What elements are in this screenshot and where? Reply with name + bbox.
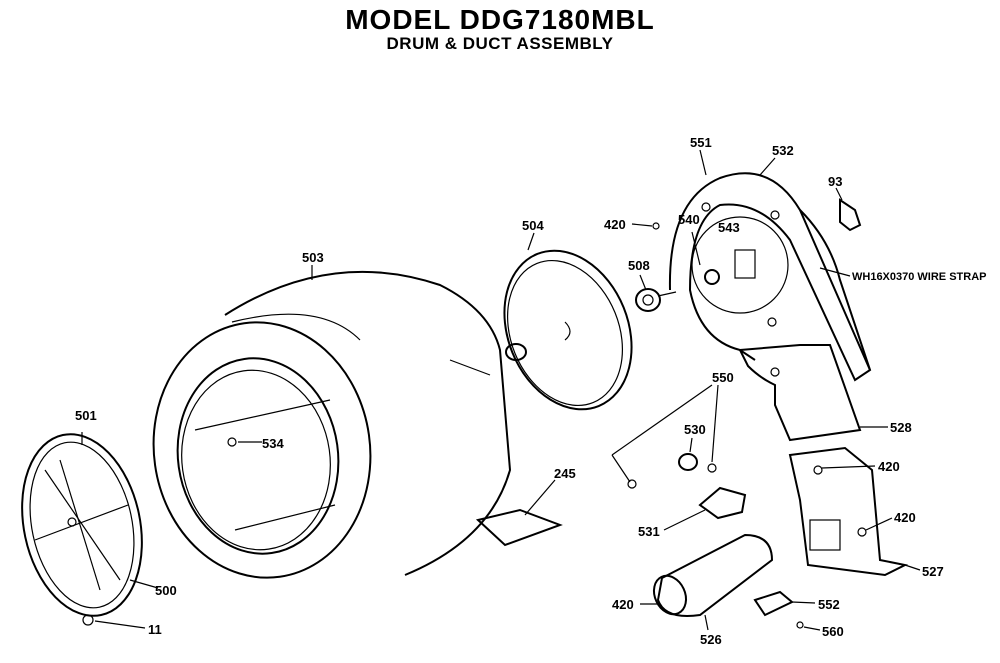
screw-560-part [796,621,821,631]
switch-530-part [678,437,698,471]
callout-504: 504 [522,218,544,233]
callout-93: 93 [828,174,842,189]
bearing-part [635,288,677,312]
callout-420-tube: 420 [612,597,634,612]
callout-508: 508 [628,258,650,273]
thermostat-531-part [663,486,747,531]
callout-552: 552 [818,597,840,612]
callout-11: 11 [148,622,162,637]
hose-550-part [611,384,719,489]
blower-housing-part [668,172,872,382]
callout-500: 500 [155,583,177,598]
callout-532: 532 [772,143,794,158]
callout-503: 503 [302,250,324,265]
callout-501: 501 [75,408,97,423]
callout-531: 531 [638,524,660,539]
callout-530: 530 [684,422,706,437]
callout-527: 527 [922,564,944,579]
callout-550: 550 [712,370,734,385]
drum-part [152,270,512,579]
callout-245: 245 [554,466,576,481]
screw-11 [82,614,146,629]
callout-528: 528 [890,420,912,435]
duct-part [738,344,862,442]
bracket-93-part [835,187,862,232]
callout-420-bracket-top: 420 [878,459,900,474]
callout-420-bracket-mid: 420 [894,510,916,525]
model-title: MODEL DDG7180MBL [345,4,655,35]
callout-534: 534 [262,436,284,451]
plate-245-part [475,479,563,547]
callout-560: 560 [822,624,844,639]
wire-strap-label: WH16X0370 WIRE STRAP [852,271,986,283]
burner-tube-526-part [652,533,774,617]
front-ring-part [21,433,143,617]
assembly-subtitle: DRUM & DUCT ASSEMBLY [386,34,614,53]
callout-420-top: 420 [604,217,626,232]
callout-551: 551 [690,135,712,150]
callout-526: 526 [700,632,722,647]
callout-540: 540 [678,212,700,227]
valve-552-part [753,590,816,617]
callout-543: 543 [718,220,740,235]
rear-bulkhead-part [503,249,633,411]
screw-420-top [631,222,660,230]
